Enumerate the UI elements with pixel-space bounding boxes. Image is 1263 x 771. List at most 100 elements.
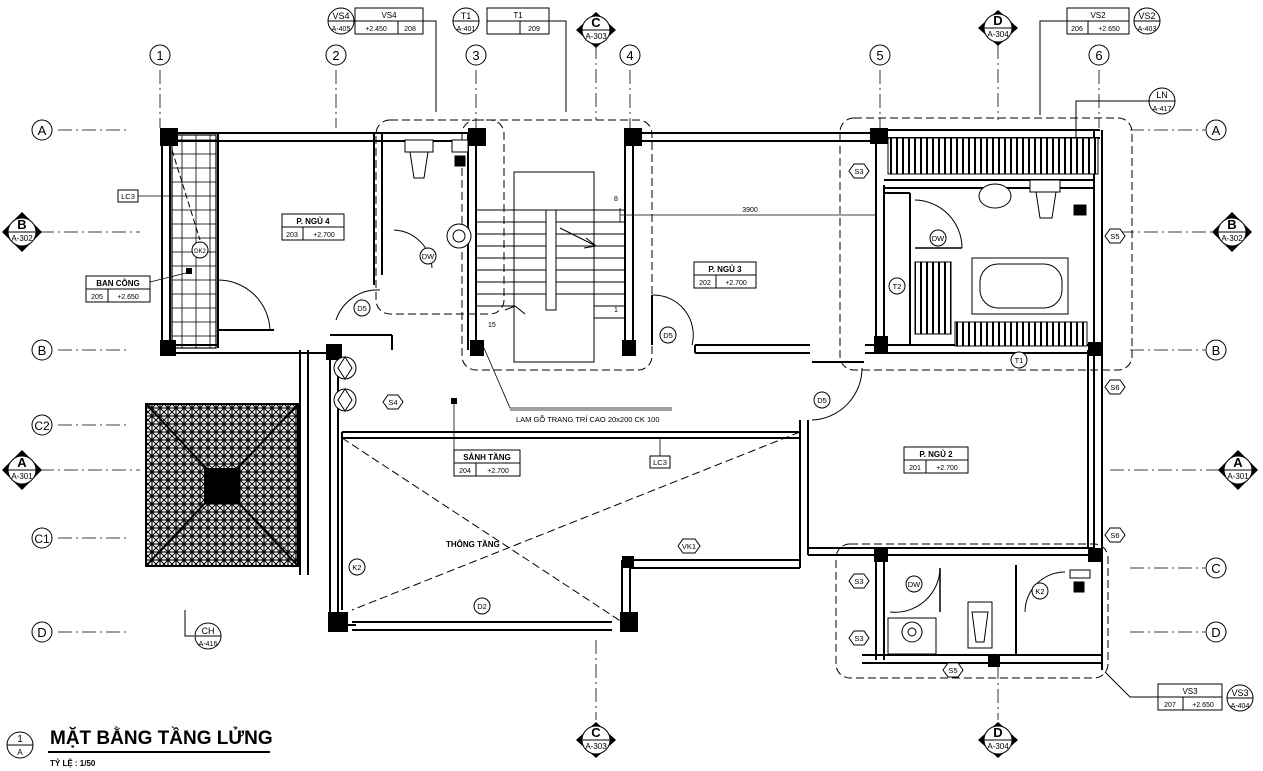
grid-col-1: 1	[149, 44, 171, 66]
svg-text:P. NGỦ 2: P. NGỦ 2	[919, 450, 953, 459]
scale-label: TỶ LỆ :	[50, 759, 78, 768]
drawing-scale: TỶ LỆ : 1/50	[50, 759, 95, 768]
zone-outlines	[375, 117, 1133, 679]
svg-text:+2.700: +2.700	[313, 232, 335, 239]
grid-row-d-right: D	[1205, 621, 1227, 643]
room-tag-sanh-tang: SẢNH TẦNG 204 +2.700	[451, 398, 521, 477]
section-mark-c-top: C A-303	[576, 12, 616, 48]
svg-text:203: 203	[286, 232, 298, 239]
svg-text:VK1: VK1	[682, 542, 696, 551]
svg-text:T2: T2	[893, 282, 902, 291]
skylight-pattern	[145, 403, 299, 567]
svg-text:15: 15	[488, 322, 496, 329]
svg-text:A-301: A-301	[11, 472, 33, 481]
svg-text:P. NGỦ 3: P. NGỦ 3	[708, 265, 742, 274]
callout-ln: LN A-417	[1075, 87, 1176, 165]
svg-text:D5: D5	[357, 304, 367, 313]
svg-text:T1: T1	[1015, 356, 1024, 365]
svg-text:C: C	[591, 15, 601, 30]
svg-text:S5: S5	[948, 666, 957, 675]
svg-text:A-304: A-304	[987, 742, 1009, 751]
svg-text:DW: DW	[932, 234, 945, 243]
svg-text:201: 201	[909, 465, 921, 472]
svg-text:D5: D5	[817, 396, 827, 405]
svg-text:D: D	[993, 725, 1002, 740]
plant-icons	[333, 356, 357, 412]
grid-column-markers: 1 2 3 4 5 6	[149, 44, 1110, 66]
svg-text:206: 206	[1071, 26, 1083, 33]
grid-col-3: 3	[465, 44, 487, 66]
section-mark-a-right: A A-301	[1218, 450, 1258, 490]
svg-text:4: 4	[626, 48, 633, 63]
drawing-title: MẶT BẰNG TẦNG LỬNG	[50, 728, 273, 749]
svg-text:VS3: VS3	[1182, 687, 1198, 696]
section-mark-a-left: A A-301	[2, 450, 42, 490]
doors	[217, 199, 1066, 613]
callout-ch: CH A-416	[184, 610, 222, 650]
svg-text:A-403: A-403	[1138, 26, 1157, 33]
svg-text:S6: S6	[1110, 383, 1119, 392]
svg-text:A-303: A-303	[585, 32, 607, 41]
svg-text:A: A	[38, 123, 47, 138]
svg-text:A: A	[17, 455, 27, 470]
lam-go-note: LAM GỖ TRANG TRÍ CAO 20x200 CK 100	[483, 347, 672, 424]
svg-text:T1: T1	[461, 11, 472, 21]
grid-row-d-left: D	[31, 621, 53, 643]
svg-text:B: B	[1227, 217, 1236, 232]
svg-text:S5: S5	[1110, 232, 1119, 241]
svg-text:K2: K2	[352, 563, 361, 572]
svg-text:+2.700: +2.700	[725, 280, 747, 287]
svg-text:T1: T1	[513, 11, 523, 20]
grid-row-a-right: A	[1205, 119, 1227, 141]
svg-text:VS4: VS4	[381, 11, 397, 20]
grid-row-markers: A A B B C2 C1 C D D	[31, 119, 1227, 643]
svg-text:A-301: A-301	[1227, 472, 1249, 481]
balcony-tiles	[171, 134, 217, 349]
room-tag-p-ngu-2: P. NGỦ 2 201 +2.700	[903, 446, 969, 474]
svg-text:VS3: VS3	[1231, 688, 1248, 698]
staircase: 8 15 1	[475, 150, 625, 363]
svg-text:1: 1	[156, 48, 163, 63]
svg-text:S4: S4	[388, 398, 397, 407]
svg-text:D: D	[1211, 625, 1220, 640]
scale-value: 1/50	[79, 759, 96, 768]
grid-col-5: 5	[869, 44, 891, 66]
svg-text:B: B	[1212, 343, 1221, 358]
void-cross	[341, 431, 801, 623]
svg-text:6: 6	[1095, 48, 1102, 63]
callout-vs3: VS3 207 +2.650 VS3 A-404	[1104, 671, 1254, 712]
svg-text:DW: DW	[908, 580, 921, 589]
svg-text:VS2: VS2	[1138, 11, 1155, 21]
svg-text:A: A	[1233, 455, 1243, 470]
svg-text:C2: C2	[34, 419, 50, 433]
svg-text:5: 5	[876, 48, 883, 63]
section-mark-b-right: B A-302	[1212, 212, 1252, 252]
grid-row-a-left: A	[31, 119, 53, 141]
section-markers: B A-302 B A-302 A A-301 A A-301	[2, 10, 1258, 758]
section-mark-c-bottom: C A-303	[576, 722, 616, 758]
walls	[161, 129, 1103, 670]
svg-text:2: 2	[332, 48, 339, 63]
svg-text:+2.700: +2.700	[487, 468, 509, 475]
svg-text:SẢNH TẦNG: SẢNH TẦNG	[463, 452, 511, 462]
svg-text:VS2: VS2	[1090, 11, 1106, 20]
svg-text:LC3: LC3	[121, 192, 135, 201]
svg-text:+2.650: +2.650	[1192, 702, 1214, 709]
svg-text:A-304: A-304	[987, 30, 1009, 39]
room-tag-ban-cong: BAN CÔNG 205 +2.650	[85, 268, 192, 303]
section-mark-d-bottom: D A-304	[978, 722, 1018, 758]
svg-text:BAN CÔNG: BAN CÔNG	[96, 279, 140, 288]
grid-row-b-left: B	[31, 339, 53, 361]
room-tag-p-ngu-3: P. NGỦ 3 202 +2.700	[693, 261, 757, 289]
svg-text:205: 205	[91, 294, 103, 301]
grid-col-2: 2	[325, 44, 347, 66]
void-label: THÔNG TẦNG	[446, 539, 500, 549]
svg-text:A-404: A-404	[1231, 703, 1250, 710]
svg-text:+2.650: +2.650	[117, 294, 139, 301]
svg-text:A-303: A-303	[585, 742, 607, 751]
small-tags: LC3 LC3 D5 D5 D5 DW DW DW T2 T1 K2 K2 D2…	[117, 163, 1126, 678]
dimension-3900: 3900	[619, 200, 877, 222]
svg-text:3: 3	[472, 48, 479, 63]
svg-text:A-302: A-302	[11, 234, 33, 243]
